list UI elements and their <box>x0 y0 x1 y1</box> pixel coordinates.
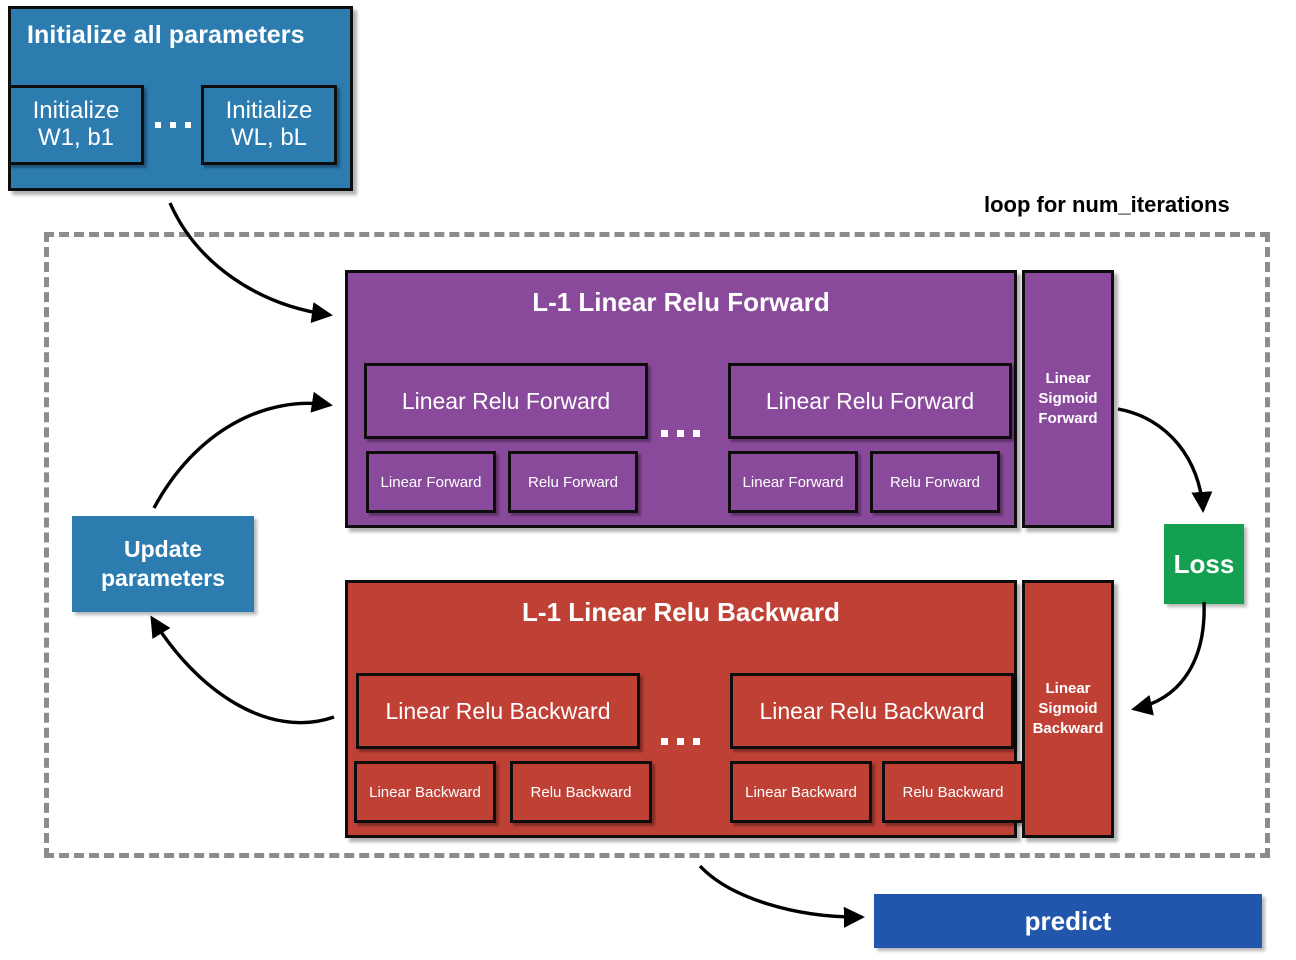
forward-ellipsis <box>661 430 700 437</box>
arrow-loop-to-predict <box>698 864 865 928</box>
loop-label: loop for num_iterations <box>984 192 1230 217</box>
initialize-all-parameters-title: Initialize all parameters <box>27 21 305 49</box>
initialize-w1-b1-box[interactable]: Initialize W1, b1 <box>8 85 144 165</box>
linear-backward-box-1[interactable]: Linear Backward <box>354 761 496 823</box>
predict-box[interactable]: predict <box>874 894 1262 948</box>
initialize-wl-bl-box[interactable]: Initialize WL, bL <box>201 85 337 165</box>
loop-border-left <box>44 232 49 858</box>
loop-container <box>44 232 1270 858</box>
initialize-ellipsis <box>154 122 191 128</box>
loss-box[interactable]: Loss <box>1164 524 1244 604</box>
linear-forward-box-1[interactable]: Linear Forward <box>366 451 496 513</box>
forward-block-title: L-1 Linear Relu Forward <box>532 287 830 317</box>
l-1-linear-relu-backward-block[interactable]: L-1 Linear Relu Backward Linear Relu Bac… <box>345 580 1024 838</box>
update-parameters-box[interactable]: Update parameters <box>72 516 254 612</box>
relu-forward-box-2[interactable]: Relu Forward <box>870 451 1000 513</box>
relu-forward-box-1[interactable]: Relu Forward <box>508 451 638 513</box>
backward-ellipsis <box>661 738 700 745</box>
linear-relu-forward-box-2[interactable]: Linear Relu Forward <box>728 363 1012 439</box>
loop-border-right <box>1265 232 1270 858</box>
linear-sigmoid-backward-box[interactable]: Linear Sigmoid Backward <box>1022 580 1114 838</box>
loop-border-bottom <box>44 853 1270 858</box>
linear-backward-box-2[interactable]: Linear Backward <box>730 761 872 823</box>
linear-forward-box-2[interactable]: Linear Forward <box>728 451 858 513</box>
l-1-linear-relu-forward-block[interactable]: L-1 Linear Relu Forward Linear Relu Forw… <box>345 270 1017 528</box>
backward-block-title: L-1 Linear Relu Backward <box>522 597 840 627</box>
relu-backward-box-2[interactable]: Relu Backward <box>882 761 1024 823</box>
linear-relu-backward-box-1[interactable]: Linear Relu Backward <box>356 673 640 749</box>
linear-sigmoid-forward-box[interactable]: Linear Sigmoid Forward <box>1022 270 1114 528</box>
linear-relu-backward-box-2[interactable]: Linear Relu Backward <box>730 673 1014 749</box>
loop-border-top <box>44 232 1270 237</box>
relu-backward-box-1[interactable]: Relu Backward <box>510 761 652 823</box>
initialize-cells-row: Initialize W1, b1 Initialize WL, bL <box>8 84 337 166</box>
linear-relu-forward-box-1[interactable]: Linear Relu Forward <box>364 363 648 439</box>
